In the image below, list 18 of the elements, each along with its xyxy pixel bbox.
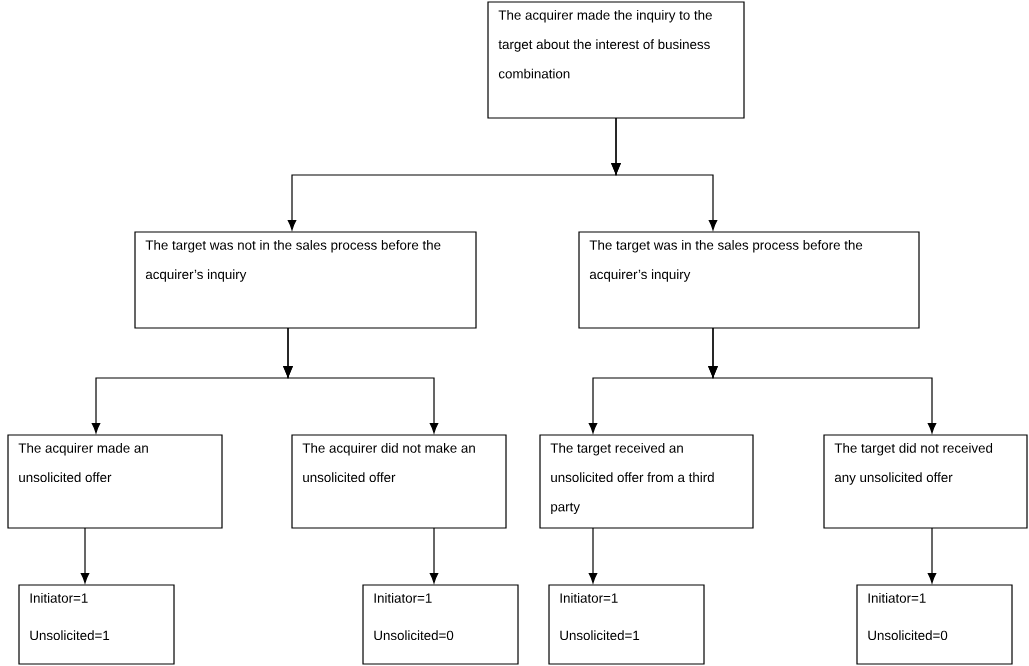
arrow: [429, 527, 439, 584]
arrow: [708, 327, 937, 434]
result-box: Initiator=1 Unsolicited=0: [362, 584, 519, 665]
process-box: The target was in the sales process before the acquirer’s inquiry: [578, 231, 920, 329]
result-box: Initiator=1 Unsolicited=1: [548, 584, 705, 665]
arrow: [80, 527, 90, 584]
result-box: Initiator=1 Unsolicited=0: [856, 584, 1013, 665]
process-box: The acquirer made the inquiry to the target about the interest of business combination: [487, 1, 745, 119]
process-box: The acquirer made an unsolicited offer: [7, 434, 223, 529]
arrow: [588, 527, 598, 584]
process-box: The target was not in the sales process before the acquirer’s inquiry: [134, 231, 477, 329]
arrow: [283, 327, 439, 434]
process-box: The target did not received any unsolicited offer: [823, 434, 1028, 529]
arrow: [611, 117, 718, 231]
process-box: The target received an unsolicited offer from a third party: [539, 434, 754, 529]
result-box: Initiator=1 Unsolicited=1: [18, 584, 175, 665]
arrow: [927, 527, 937, 584]
process-box: The acquirer did not make an unsolicited offer: [291, 434, 507, 529]
